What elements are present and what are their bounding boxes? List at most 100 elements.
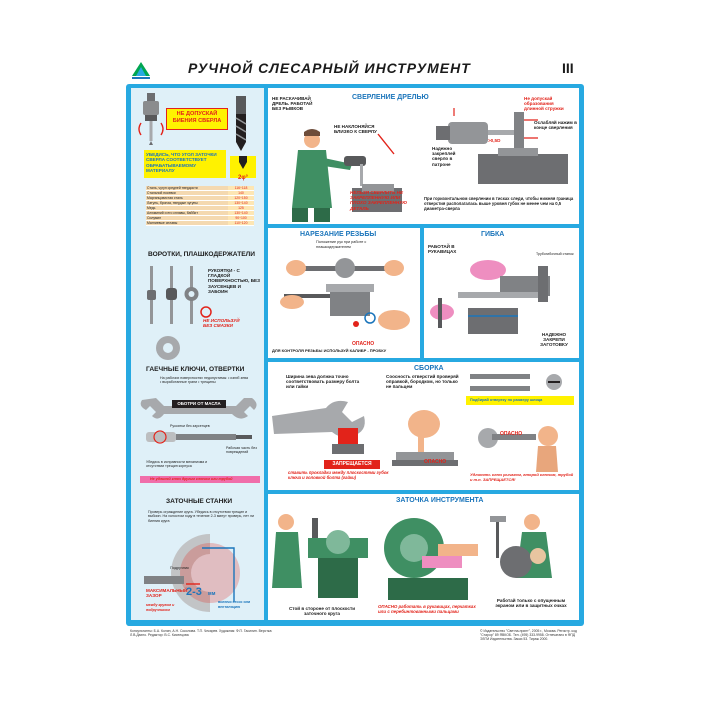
threading-note-2: ДЛЯ КОНТРОЛЯ РЕЗЬБЫ ИСПОЛЬЗУЙ КАЛИБР - П… <box>272 348 387 353</box>
assembly-note-3: Подбирай отвертку по размеру шлица <box>470 398 543 402</box>
screwdriver-bar <box>140 476 260 483</box>
grind-title: ЗАТОЧНЫЕ СТАНКИ <box>166 498 233 505</box>
threading-hands-illustration <box>280 258 410 330</box>
face-shield-worker-illustration <box>490 514 552 578</box>
drilling-note-5: Надежно закреплей сверло в патроне <box>432 146 456 167</box>
material-angle: 140 <box>228 190 254 196</box>
material-angle: 110÷120 <box>228 220 254 226</box>
material-angle: 120÷150 <box>228 195 254 201</box>
material-angle: 90÷100 <box>228 215 254 221</box>
grinding-hands-illustration <box>384 518 478 600</box>
material-name: Латунь, бронза, твердые чугуны <box>146 200 228 206</box>
assembly-prohibited-badge: ЗАПРЕЩАЕТСЯ <box>324 460 380 469</box>
drilling-title: СВЕРЛЕНИЕ ДРЕЛЬЮ <box>352 94 429 101</box>
part-number: III <box>562 60 574 76</box>
grind-gap-label: МАКСИМАЛЬНЫЙ ЗАЗОР <box>146 588 188 599</box>
material-name: Медь <box>146 205 228 211</box>
page-title: РУЧНОЙ СЛЕСАРНЫЙ ИНСТРУМЕНТ <box>188 60 471 76</box>
sharpening-warning: ОПАСНО работать в рукавицах, перчатках и… <box>378 604 476 615</box>
drill-chuck-illustration <box>138 93 164 145</box>
taps-note: РУКОЯТКИ - С ГЛАДКОЙ ПОВЕРХНОСТЬЮ, БЕЗ З… <box>208 268 260 294</box>
drilling-offset-label: >0,5D <box>488 138 501 143</box>
drill-runout-warning: НЕ ДОПУСКАЙ БИЕНИЯ СВЕРЛА <box>166 108 228 130</box>
material-name: Стальной посевки <box>146 190 228 196</box>
assembly-warning-4: Удлинять ключ рычагом, второй ключом, тр… <box>470 472 574 483</box>
drilling-warning: НЕЛЬЗЯ СВЕРЛИТЬ НЕ ЗАКРЕПЛЕННУЮ ИЛИ ПЛОХ… <box>350 190 408 211</box>
threading-note-1: Положение рук при работе с плашкодержате… <box>316 240 367 250</box>
material-name: Сталь, чугун средней твердости <box>146 186 228 191</box>
wrench-extension-illustration <box>478 426 558 472</box>
hand-alignment-illustration <box>392 410 458 466</box>
screwdriver-slot-illustration <box>466 374 574 405</box>
bending-note-2: Трубогибочный станок <box>536 252 574 256</box>
grind-note: Проверь ограждение круга. Убедись в отсу… <box>148 510 255 523</box>
keys-warning: Не удлиняй ключ другим ключом или трубой <box>150 477 233 481</box>
material-name: Марганцовистая сталь <box>146 195 228 201</box>
sharpening-title: ЗАТОЧКА ИНСТРУМЕНТА <box>396 497 484 504</box>
material-angle: 116÷118 <box>228 186 254 191</box>
assembly-danger-2: ОПАСНО <box>500 431 523 437</box>
material-angle: 130÷140 <box>228 210 254 216</box>
grinder-guard-illustration <box>144 534 240 612</box>
sharpening-note-2: Работай только с опущенным экраном или в… <box>495 598 567 609</box>
bending-title: ГИБКА <box>481 231 505 238</box>
grind-gap-note: между кругом и подручником <box>146 603 175 613</box>
assembly-title: СБОРКА <box>414 365 444 372</box>
assembly-note-2: Соосность отверстий проверяй оправкой, б… <box>386 374 459 390</box>
wrench-screwdriver-illustration <box>140 398 257 444</box>
grind-gap-unit: мм <box>208 591 216 597</box>
publisher-logo <box>131 60 151 79</box>
keys-note: На рабочих поверхностях недопустимы: • и… <box>160 376 248 385</box>
keys-screw-note: Убедись в исправности механизма и отсутс… <box>146 460 208 469</box>
footer-publisher: © Издательство "Светла-принт", 2005 г., … <box>480 629 577 642</box>
drilling-note-2: НЕ НАКЛОНЯЙСЯ БЛИЗКО К СВЕРЛУ <box>334 124 377 135</box>
drilling-worker-illustration <box>292 129 402 222</box>
grind-rest-label: Подручник <box>170 566 189 570</box>
taps-warning: НЕ ИСПОЛЬЗУЙ БЕЗ СМАЗКИ <box>203 318 240 329</box>
horizontal-drilling-illustration <box>436 108 568 184</box>
material-name: Магниевые сплавы <box>146 220 228 226</box>
angle-diagram: 2φ° <box>230 156 256 181</box>
threading-danger: ОПАСНО <box>352 341 375 347</box>
drilling-note-7: При горизонтальном сверлении в тисках сл… <box>424 196 574 211</box>
drill-tip-icon <box>239 156 247 169</box>
tap-wrenches-illustration <box>147 266 212 360</box>
keys-title: ГАЕЧНЫЕ КЛЮЧИ, ОТВЕРТКИ <box>146 366 245 373</box>
keys-handle-note: Рукоятки без заусенцев <box>170 424 210 428</box>
material-name: Силумин <box>146 215 228 221</box>
assembly-note-1: Ширина зева должна точно соответствовать… <box>286 374 360 390</box>
angle-note: УБЕДИСЬ, ЧТО УГОЛ ЗАТОЧКИ СВЕРЛА СООТВЕТ… <box>144 150 226 178</box>
material-name: Алюминий и его сплавы, баббит <box>146 210 228 216</box>
bending-illustration <box>430 260 550 334</box>
footer-credits: Консультанты: Б.А. Колин, А.Н. Соколова.… <box>130 629 273 638</box>
twist-drill-icon <box>235 96 247 151</box>
keys-oil-label: ОБОТРИ ОТ МАСЛА <box>172 400 226 408</box>
drilling-note-1: НЕ РАСКАЧИВАЙ ДРЕЛЬ. РАБОТАЙ БЕЗ РЫВКОВ <box>272 96 313 112</box>
grind-gap-value: 2-3 <box>186 586 202 598</box>
sharpening-note-1: Стой в стороне от плоскости заточного кр… <box>288 606 356 617</box>
drilling-note-3: Не допускай образования длинной стружки <box>524 96 564 112</box>
drilling-note-4: Ослабляй нажим в конце сверления <box>534 120 577 131</box>
bending-note-1: РАБОТАЙ В РУКАВИЦАХ <box>428 244 457 255</box>
angle-label: 2φ° <box>237 175 249 181</box>
grinding-worker-illustration <box>272 514 368 598</box>
assembly-danger: ОПАСНО <box>424 459 447 465</box>
threading-title: НАРЕЗАНИЕ РЕЗЬБЫ <box>300 231 377 238</box>
bending-note-4: НАДЕЖНО ЗАКРЕПИ ЗАГОТОВКУ <box>540 332 568 348</box>
taps-title: ВОРОТКИ, ПЛАШКОДЕРЖАТЕЛИ <box>148 251 256 258</box>
assembly-warning-2: ставить прокладки между плоскостями губо… <box>288 470 389 481</box>
keys-blade-note: Рабочая часть без повреждений <box>226 446 257 455</box>
wrench-assembly-illustration <box>272 400 365 454</box>
material-angle: 130÷140 <box>228 200 254 206</box>
grind-exhaust-note: включи отсос или вентиляцию <box>218 600 251 610</box>
material-angle: 125 <box>228 205 254 211</box>
